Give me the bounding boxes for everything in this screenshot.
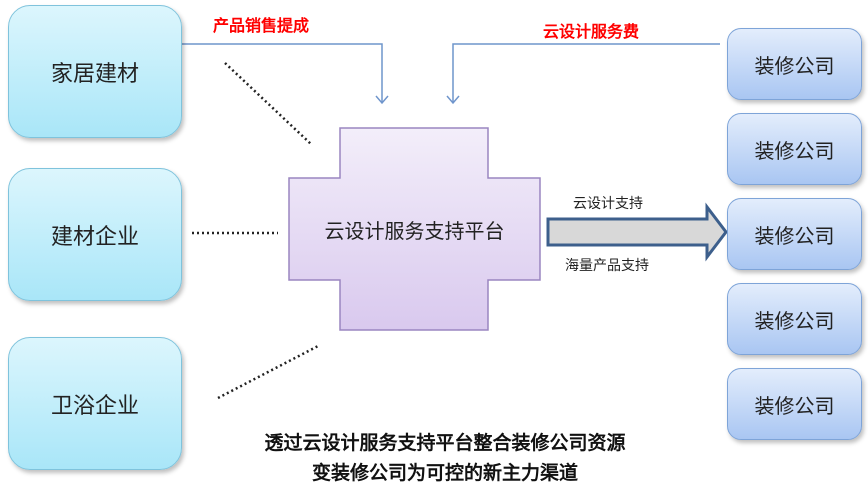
dotted-line-1 [224, 62, 313, 146]
support-arrow [546, 202, 728, 262]
right-box-decoration-company: 装修公司 [727, 113, 862, 185]
right-box-decoration-company: 装修公司 [727, 368, 862, 440]
platform-cross-shape [288, 127, 541, 331]
right-box-decoration-company: 装修公司 [727, 28, 862, 100]
caption-line-1: 透过云设计服务支持平台整合装修公司资源 [264, 432, 626, 454]
right-box-decoration-company: 装修公司 [727, 198, 862, 270]
dotted-line-3 [217, 343, 321, 400]
cloud-design-support-label: 云设计支持 [573, 196, 643, 212]
sales-commission-line [180, 43, 383, 103]
service-fee-line [452, 43, 720, 103]
left-box-building-materials: 建材企业 [8, 168, 182, 301]
service-fee-label: 云设计服务费 [543, 22, 640, 41]
sales-commission-label: 产品销售提成 [213, 16, 310, 35]
caption-line-2: 变装修公司为可控的新主力渠道 [311, 462, 578, 484]
platform-label: 云设计服务支持平台 [324, 218, 505, 243]
left-box-home-materials: 家居建材 [8, 5, 182, 138]
right-box-decoration-company: 装修公司 [727, 283, 862, 355]
product-support-label: 海量产品支持 [565, 258, 649, 274]
left-box-sanitary: 卫浴企业 [8, 337, 182, 470]
